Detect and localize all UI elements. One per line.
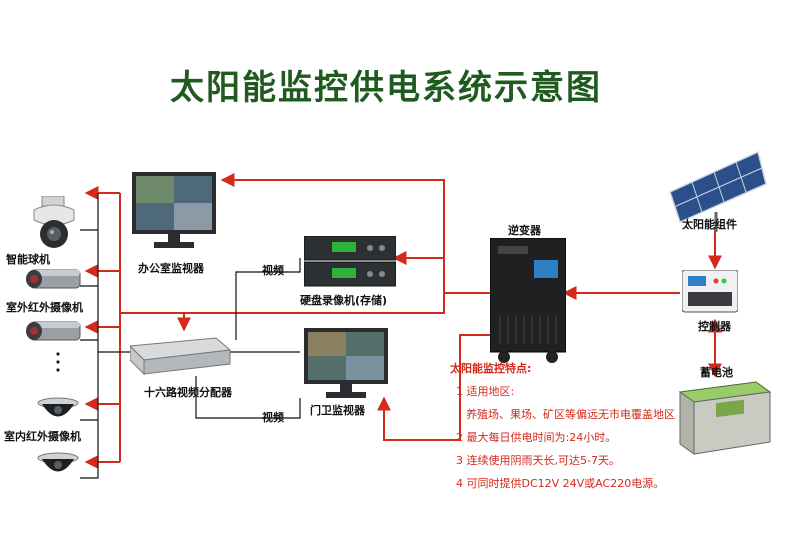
notes-line1: 1 适用地区: (456, 385, 515, 398)
splitter-to-gate (195, 376, 301, 419)
camera-signal-bus (80, 193, 99, 479)
office-monitor (132, 172, 216, 256)
monitor-icon (304, 328, 388, 398)
label-dvr: 硬盘录像机(存储) (300, 294, 388, 307)
dome-camera (28, 195, 80, 256)
battery-icon (678, 381, 772, 455)
controller (681, 269, 739, 318)
solar-panel-icon (669, 150, 767, 232)
notes-line4: 4 可同时提供DC12V 24V或AC220电源。 (456, 477, 665, 490)
monitor-icon (132, 172, 216, 248)
label-controller: 控制器 (698, 320, 731, 333)
splitter-to-office (235, 258, 301, 340)
notes-line3: 3 连续使用阴雨天长,可达5-7天。 (456, 454, 620, 467)
controller-icon (681, 269, 739, 313)
label-inverter: 逆变器 (508, 224, 541, 237)
dome-camera-icon (33, 195, 75, 248)
ir-camera-indoor-2 (36, 450, 80, 482)
notes-line1b: 养殖场、果场、矿区等偏远无市电覆盖地区 (466, 408, 675, 421)
page-title: 太阳能监控供电系统示意图 (170, 68, 602, 108)
dome-camera-icon (37, 397, 79, 417)
label-video-1: 视频 (262, 264, 284, 277)
label-dome-camera: 智能球机 (6, 253, 50, 266)
ir-camera-outdoor-1 (24, 266, 86, 298)
inverter-to-office-monitor (220, 173, 445, 293)
dvr-icon (303, 235, 397, 287)
ir-camera-outdoor-2 (24, 318, 86, 350)
label-solar-panel: 太阳能组件 (682, 218, 737, 231)
ir-camera-icon (26, 269, 81, 289)
dvr (303, 235, 397, 292)
inverter (489, 237, 567, 368)
label-battery: 蓄电池 (700, 366, 733, 379)
notes-heading: 太阳能监控特点: (450, 362, 532, 375)
battery (676, 378, 772, 460)
label-splitter: 十六路视频分配器 (144, 386, 232, 399)
inverter-icon (489, 237, 567, 363)
inverter-to-gate-monitor (377, 334, 490, 441)
splitter (128, 336, 232, 380)
label-ir-camera-outdoor: 室外红外摄像机 (6, 301, 83, 314)
splitter-icon (128, 337, 232, 376)
dome-camera-icon (37, 452, 79, 472)
ellipsis-dots (56, 352, 60, 372)
gate-monitor (304, 328, 388, 404)
ir-camera-indoor-1 (36, 395, 80, 427)
label-office-monitor: 办公室监视器 (138, 262, 204, 275)
label-ir-camera-indoor: 室内红外摄像机 (4, 430, 81, 443)
ir-camera-icon (26, 321, 81, 341)
label-video-2: 视频 (262, 411, 284, 424)
notes-line2: 2 最大每日供电时间为:24小时。 (456, 431, 617, 444)
label-gate-monitor: 门卫监视器 (310, 404, 365, 417)
solar-panel (654, 148, 770, 236)
